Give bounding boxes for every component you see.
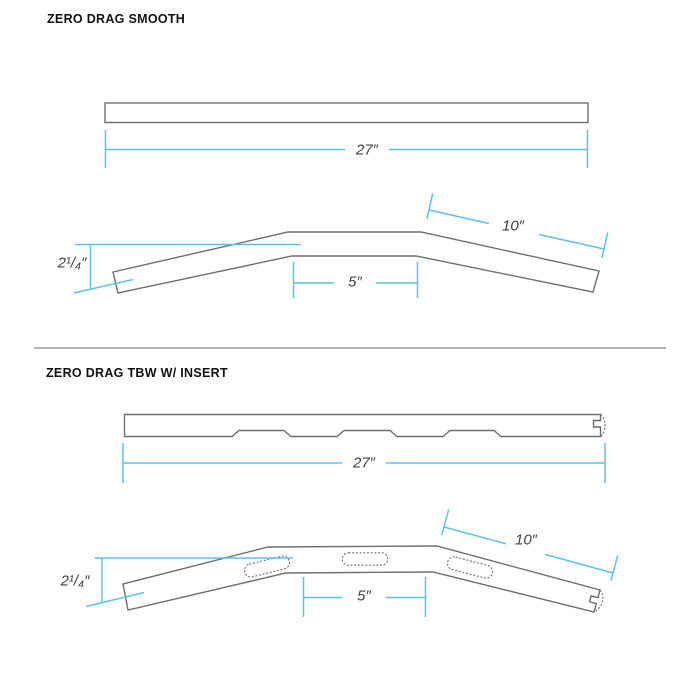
tbw-bar-top-view [123, 413, 602, 438]
smooth-bar-top-view [104, 102, 589, 124]
smooth-bar-front-view [112, 231, 600, 294]
tbw-center-width-dimension [302, 577, 427, 617]
smooth-center-width-label: 5″ [345, 273, 365, 291]
tbw-end-cap-arc [600, 414, 606, 437]
tbw-front-end-cap-arc [593, 589, 604, 613]
tbw-overall-width-label: 27″ [350, 454, 378, 472]
tbw-left-insert-slot [243, 555, 291, 578]
tbw-grip-length-label: 10″ [515, 531, 537, 549]
tbw-center-insert-slot [341, 552, 389, 566]
section-title-tbw: ZERO DRAG TBW W/ INSERT [46, 366, 228, 380]
tbw-overall-width-dimension [122, 443, 606, 483]
smooth-overall-width-dimension [104, 130, 589, 168]
section-title-smooth: ZERO DRAG SMOOTH [47, 12, 186, 26]
tbw-grip-length-dimension [441, 509, 619, 581]
smooth-rise-label: 2¹/₄″ [57, 254, 87, 272]
smooth-grip-length-label: 10″ [502, 217, 524, 235]
tbw-rise-label: 2¹/₄″ [60, 572, 90, 590]
smooth-overall-width-label: 27″ [353, 141, 381, 159]
tbw-right-insert-slot [446, 556, 494, 579]
tbw-rise-dimension [85, 557, 293, 608]
smooth-rise-dimension [73, 243, 301, 294]
tbw-bar-front-view [122, 545, 601, 613]
tbw-center-width-label: 5″ [354, 587, 374, 605]
smooth-grip-length-dimension [426, 193, 609, 258]
smooth-center-width-dimension [292, 262, 419, 298]
